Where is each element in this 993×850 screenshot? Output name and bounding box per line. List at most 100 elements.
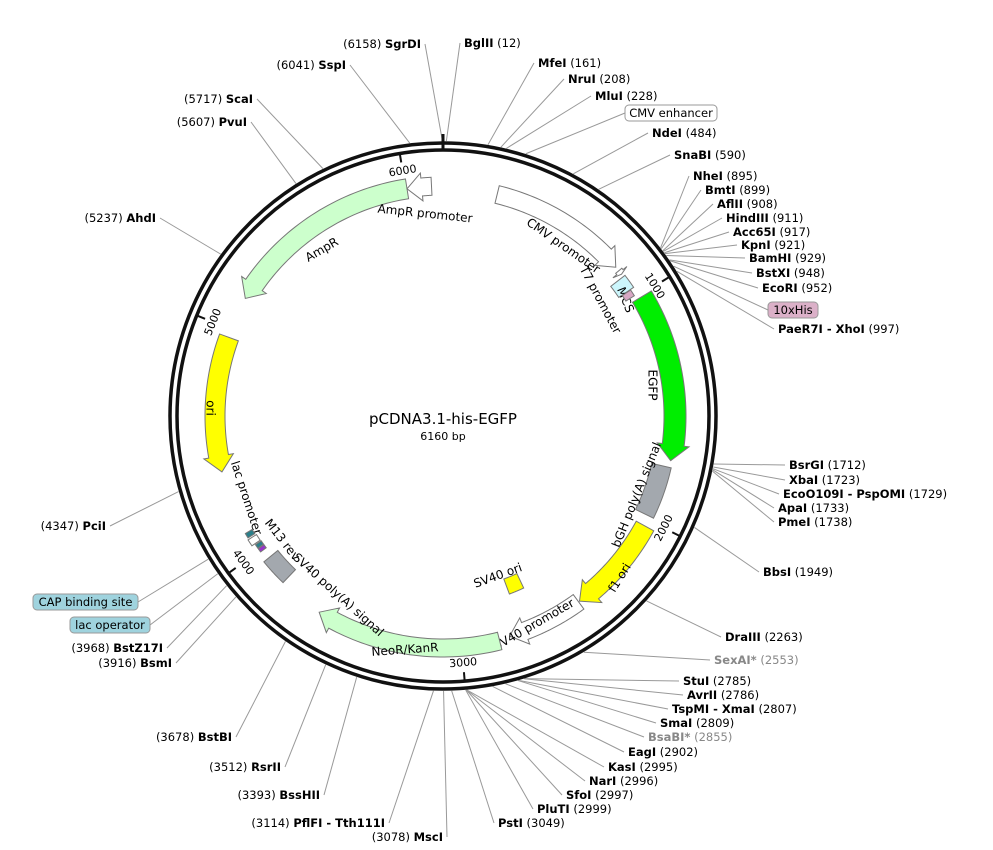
site-ahdi[interactable]: (5237) AhdI xyxy=(84,211,156,225)
leader-line xyxy=(664,244,738,255)
svg-text:PstI (3049): PstI (3049) xyxy=(498,816,565,830)
site-sspi[interactable]: (6041) SspI xyxy=(276,58,346,72)
leader-line xyxy=(466,689,605,768)
site-paer7i-xhoi[interactable]: PaeR7I - XhoI (997) xyxy=(778,322,899,336)
svg-text:KpnI (921): KpnI (921) xyxy=(741,238,805,252)
feature-neor-kanr[interactable] xyxy=(318,607,503,658)
site-draiii[interactable]: DraIII (2263) xyxy=(725,630,803,644)
feature-cmv-promoter[interactable] xyxy=(494,185,617,268)
feature-sv40-promoter[interactable] xyxy=(508,593,585,645)
feature-box-10xhis[interactable]: 10xHis xyxy=(767,301,819,319)
feature-10xhis[interactable] xyxy=(621,289,636,302)
feature-box-cmv-enhancer[interactable]: CMV enhancer xyxy=(624,104,718,122)
site-bamhi[interactable]: BamHI (929) xyxy=(749,251,826,265)
site-bsshii[interactable]: (3393) BssHII xyxy=(237,788,320,802)
site-bsrgi[interactable]: BsrGI (1712) xyxy=(789,458,866,472)
site-stui[interactable]: StuI (2785) xyxy=(683,674,751,688)
feature-lac-promoter[interactable] xyxy=(247,533,261,547)
site-apai[interactable]: ApaI (1733) xyxy=(778,501,849,515)
feature-lac-operator[interactable] xyxy=(254,540,265,549)
leader-line xyxy=(583,651,711,661)
site-ecoo109i-pspomi[interactable]: EcoO109I - PspOMI (1729) xyxy=(783,487,947,501)
site-name: HindIII xyxy=(726,211,769,225)
site-bstxi[interactable]: BstXI (948) xyxy=(756,266,825,280)
site-name: BstBI xyxy=(198,730,232,744)
site-nari[interactable]: NarI (2996) xyxy=(589,774,658,788)
site-msci[interactable]: (3078) MscI xyxy=(372,830,443,844)
site-bsmi[interactable]: (3916) BsmI xyxy=(98,656,172,670)
site-sgrdi[interactable]: (6158) SgrDI xyxy=(343,37,421,51)
site-bbsi[interactable]: BbsI (1949) xyxy=(763,565,833,579)
feature-box-cap-binding-site[interactable]: CAP binding site xyxy=(32,593,139,611)
feature-bgh-poly-a-signal[interactable] xyxy=(634,462,672,519)
site-ecori[interactable]: EcoRI (952) xyxy=(762,281,832,295)
site-pmei[interactable]: PmeI (1738) xyxy=(778,515,852,529)
leader-line xyxy=(451,690,495,824)
feature-sv40-poly-a-signal[interactable] xyxy=(263,549,297,584)
svg-text:(5237) AhdI: (5237) AhdI xyxy=(84,211,156,225)
leader-line xyxy=(506,95,592,149)
site-acc65i[interactable]: Acc65I (917) xyxy=(733,225,810,239)
leader-line xyxy=(712,469,775,509)
site-position: (1949) xyxy=(795,565,833,579)
feature-cap-binding-site[interactable] xyxy=(244,528,256,539)
site-ndei[interactable]: NdeI (484) xyxy=(652,126,717,140)
svg-text:StuI (2785): StuI (2785) xyxy=(683,674,751,688)
site-position: (12) xyxy=(497,36,521,50)
site-mlui[interactable]: MluI (228) xyxy=(595,89,657,103)
feature-ori[interactable] xyxy=(202,333,239,473)
site-kpni[interactable]: KpnI (921) xyxy=(741,238,805,252)
site-position: (1738) xyxy=(814,515,852,529)
site-mfei[interactable]: MfeI (161) xyxy=(538,56,601,70)
leader-line xyxy=(424,43,443,142)
site-bglii[interactable]: BglII (12) xyxy=(464,36,521,50)
feature-t7-promoter[interactable] xyxy=(612,266,628,279)
svg-text:AflII (908): AflII (908) xyxy=(717,197,778,211)
feature-mcs[interactable] xyxy=(610,274,635,299)
leader-line xyxy=(517,680,657,724)
site-pflfi-tth111i[interactable]: (3114) PflFI - Tth111I xyxy=(251,816,385,830)
leader-line xyxy=(500,78,565,148)
site-psti[interactable]: PstI (3049) xyxy=(498,816,565,830)
leader-line xyxy=(524,678,680,682)
site-tspmi-xmai[interactable]: TspMI - XmaI (2807) xyxy=(672,702,797,716)
site-xbai[interactable]: XbaI (1723) xyxy=(789,473,860,487)
site-kasi[interactable]: KasI (2995) xyxy=(608,760,678,774)
site-avrii[interactable]: AvrII (2786) xyxy=(687,688,759,702)
site-aflii[interactable]: AflII (908) xyxy=(717,197,778,211)
site-name: NheI xyxy=(693,169,723,183)
site-name: EcoO109I - PspOMI xyxy=(783,487,905,501)
site-sexai[interactable]: SexAI* (2553) xyxy=(714,653,799,667)
site-pvui[interactable]: (5607) PvuI xyxy=(177,115,247,129)
site-rsrii[interactable]: (3512) RsrII xyxy=(209,760,281,774)
site-nrui[interactable]: NruI (208) xyxy=(568,72,630,86)
site-position: (161) xyxy=(570,56,601,70)
site-position: (2996) xyxy=(620,774,658,788)
feature-m13-rev[interactable] xyxy=(257,543,267,553)
svg-text:HindIII (911): HindIII (911) xyxy=(726,211,803,225)
site-position: (3968) xyxy=(71,641,109,655)
site-snabi[interactable]: SnaBI (590) xyxy=(674,148,746,162)
feature-box-lac-operator[interactable]: lac operator xyxy=(69,616,151,634)
feature-egfp[interactable] xyxy=(631,290,691,462)
feature-f1-ori[interactable] xyxy=(578,520,655,604)
site-eagi[interactable]: EagI (2902) xyxy=(628,745,698,759)
site-position: (997) xyxy=(869,322,900,336)
site-nhei[interactable]: NheI (895) xyxy=(693,169,757,183)
site-bstbi[interactable]: (3678) BstBI xyxy=(156,730,232,744)
site-bmti[interactable]: BmtI (899) xyxy=(705,183,770,197)
feature-ampr-promoter[interactable] xyxy=(406,171,433,203)
site-hindiii[interactable]: HindIII (911) xyxy=(726,211,803,225)
leader-line xyxy=(388,690,434,824)
feature-label-neor-kanr: NeoR/KanR xyxy=(371,640,439,659)
site-pcii[interactable]: (4347) PciI xyxy=(41,519,106,533)
site-name: AvrII xyxy=(687,688,717,702)
site-bstz17i[interactable]: (3968) BstZ17I xyxy=(71,641,163,655)
site-pluti[interactable]: PluTI (2999) xyxy=(537,802,612,816)
site-sfoi[interactable]: SfoI (2997) xyxy=(566,788,633,802)
site-smai[interactable]: SmaI (2809) xyxy=(660,716,734,730)
site-scai[interactable]: (5717) ScaI xyxy=(184,92,253,106)
feature-sv40-ori[interactable] xyxy=(503,572,525,595)
svg-text:SfoI (2997): SfoI (2997) xyxy=(566,788,633,802)
site-bsabi[interactable]: BsaBI* (2855) xyxy=(648,730,732,744)
